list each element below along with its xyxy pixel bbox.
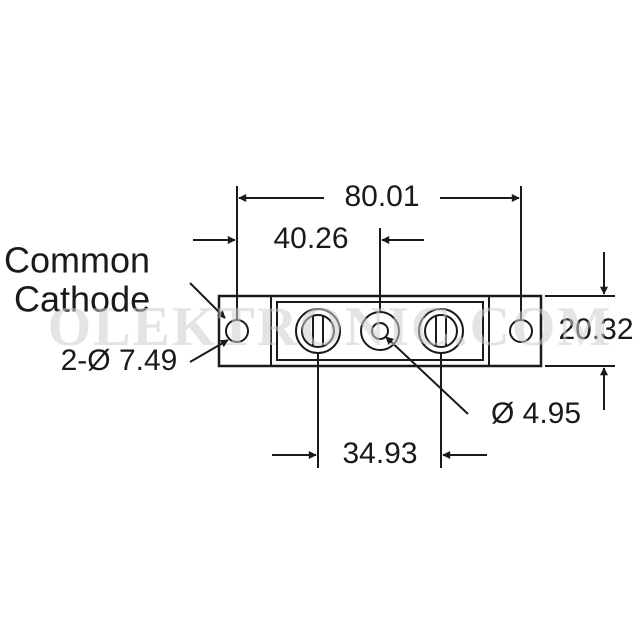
label-cathode: Cathode bbox=[14, 279, 150, 320]
dim-terminal-spacing: 34.93 bbox=[272, 437, 487, 470]
dim-mount-holes-value: 2-Ø 7.49 bbox=[61, 344, 178, 377]
dim-height: 20.32 bbox=[558, 252, 634, 410]
watermark: OLEKTRONIC.COM bbox=[48, 296, 613, 358]
dim-terminal-spacing-value: 34.93 bbox=[342, 437, 417, 470]
dim-overall-width-value: 80.01 bbox=[344, 180, 419, 213]
dim-mount-holes: 2-Ø 7.49 bbox=[61, 339, 229, 377]
dim-mount-to-center-value: 40.26 bbox=[273, 222, 348, 255]
label-common: Common bbox=[4, 240, 150, 281]
dim-center-hole-value: Ø 4.95 bbox=[491, 397, 581, 430]
common-cathode-label: Common Cathode bbox=[4, 240, 226, 320]
dim-center-hole: Ø 4.95 bbox=[385, 336, 581, 430]
dim-overall-width: 80.01 bbox=[238, 180, 520, 213]
dim-height-value: 20.32 bbox=[558, 313, 633, 346]
dim-mount-to-center: 40.26 bbox=[193, 222, 424, 255]
extension-lines bbox=[236, 186, 615, 468]
